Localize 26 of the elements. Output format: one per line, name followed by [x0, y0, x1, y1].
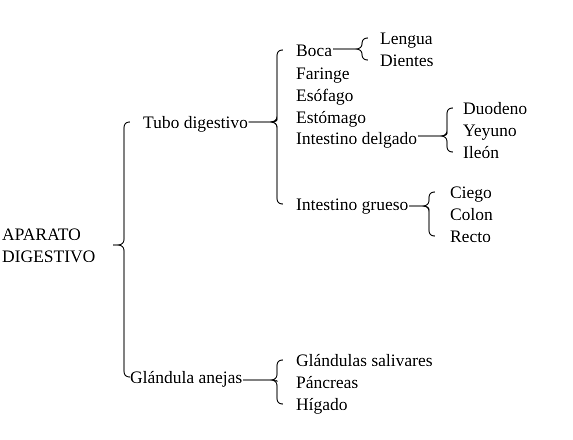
item-label: Dientes [380, 50, 434, 70]
item-label: Lengua [380, 28, 432, 48]
item-label: Esófago [296, 85, 354, 105]
item-label: Hígado [296, 394, 348, 414]
root-label: APARATO DIGESTIVO [2, 224, 96, 266]
brace-connector [332, 48, 368, 60]
item-label: Tubo digestivo [143, 112, 248, 132]
brace-connector [248, 122, 284, 204]
item-label: Intestino grueso [296, 194, 408, 214]
brace-connector [418, 136, 454, 152]
item-label: Colon [450, 204, 493, 224]
brace-connector [242, 380, 284, 404]
item-label: Faringe [296, 63, 350, 83]
item-label: Glándula anejas [130, 367, 242, 387]
brace-connector [112, 244, 130, 378]
item-label: Duodeno [463, 98, 528, 118]
item-label: Ciego [450, 182, 492, 202]
item-label: Boca [296, 40, 332, 60]
item-label: Estómago [296, 107, 366, 127]
item-label: Glándulas salivares [296, 350, 433, 370]
item-label: Recto [450, 226, 491, 246]
brace-connector [408, 206, 436, 236]
item-label: Intestino delgado [296, 128, 418, 148]
item-label: Páncreas [296, 372, 358, 392]
item-label: Ileón [463, 142, 499, 162]
item-label: Yeyuno [463, 120, 517, 140]
